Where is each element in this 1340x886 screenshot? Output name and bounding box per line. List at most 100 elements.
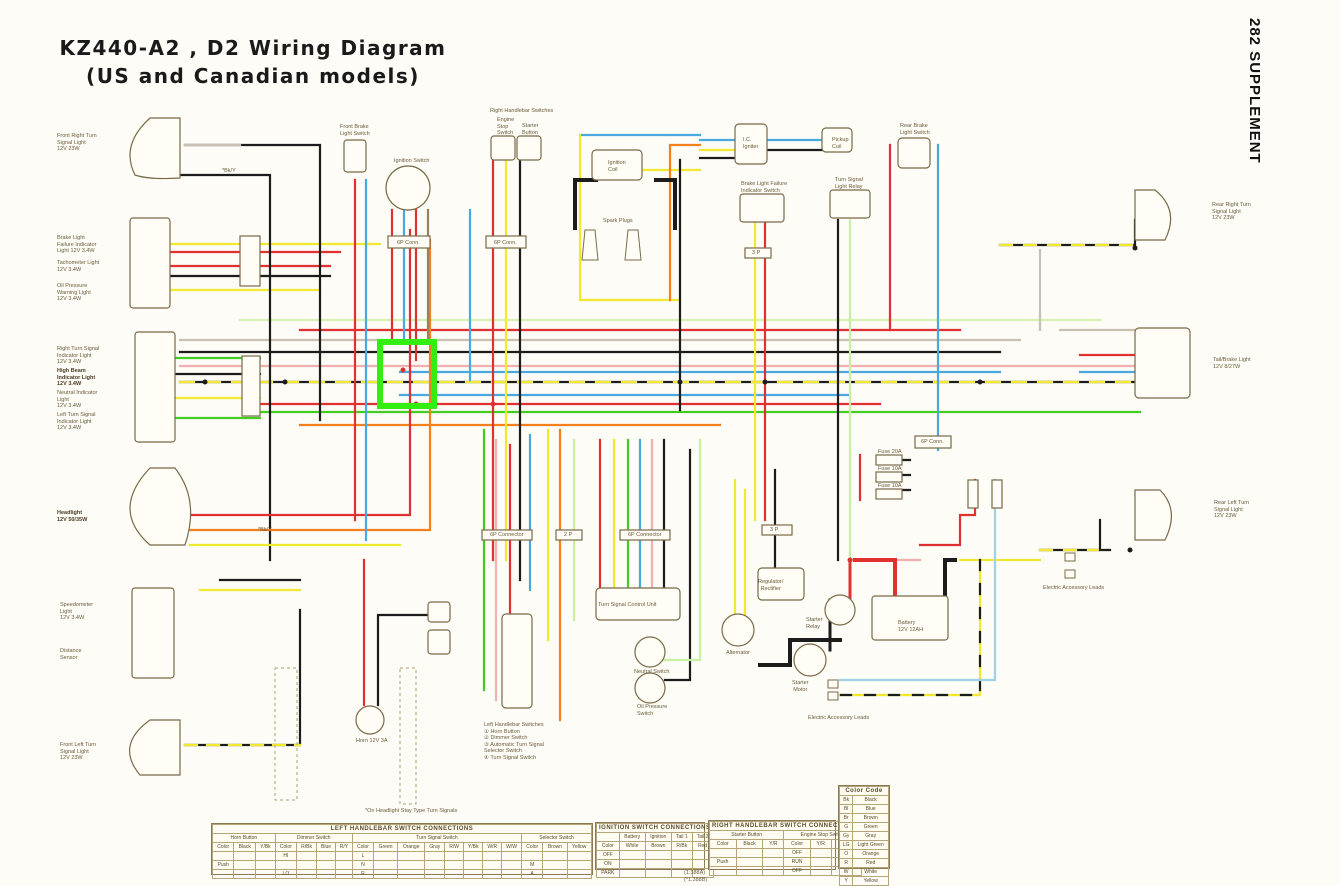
table-cell bbox=[566, 869, 593, 879]
table-cell: PARK bbox=[596, 868, 620, 878]
table-header: Blue bbox=[316, 842, 336, 852]
headlight-shell bbox=[129, 467, 192, 546]
table-header: Black bbox=[233, 842, 257, 852]
table-header: Color bbox=[709, 839, 737, 849]
table-cell bbox=[255, 860, 276, 870]
table-cell bbox=[255, 869, 276, 879]
table-cell bbox=[644, 868, 672, 878]
horn bbox=[355, 705, 385, 735]
engine-stop-switch bbox=[490, 135, 516, 161]
right-handlebar-connections-table: RIGHT HANDLEBAR SWITCH CONNECTIONS Start… bbox=[708, 820, 862, 876]
label-fuse-20a: Fuse 20A bbox=[878, 449, 902, 455]
spark-plug-2 bbox=[624, 229, 642, 261]
table-cell: Orange bbox=[852, 849, 889, 859]
table-header: R/Bk bbox=[296, 842, 318, 852]
rear-brake-switch bbox=[897, 137, 931, 169]
table-header: R/W bbox=[444, 842, 464, 852]
table-cell bbox=[644, 859, 672, 869]
ignition-6p-connector bbox=[387, 235, 431, 249]
table-title: IGNITION SWITCH CONNECTIONS bbox=[596, 823, 714, 833]
label-neutral-switch: Neutral Switch bbox=[634, 669, 670, 675]
table-cell bbox=[482, 860, 503, 870]
table-cell bbox=[296, 860, 318, 870]
table-cell bbox=[542, 869, 568, 879]
table-row: OFF bbox=[596, 850, 714, 860]
connector-9p-1 bbox=[239, 235, 261, 287]
table-cell: R bbox=[838, 858, 854, 868]
table-header: Y/Bk bbox=[255, 842, 276, 852]
spark-plug-1 bbox=[581, 229, 599, 261]
connector-6p-fuse bbox=[914, 435, 952, 449]
group-horn-button: Horn Button bbox=[212, 833, 276, 843]
label-rh-6p-conn: 6P Conn. bbox=[494, 240, 517, 246]
table-cell: RUN bbox=[783, 857, 811, 867]
starter-relay bbox=[824, 594, 856, 626]
front-right-turn-lamp bbox=[129, 117, 181, 180]
label-headlight-stay-note: *On Headlight Stay Type Turn Signals bbox=[365, 808, 458, 814]
table-cell bbox=[233, 851, 257, 861]
table-cell: OFF bbox=[783, 866, 811, 876]
diagram-title: KZ440-A2 , D2 Wiring Diagram (US and Can… bbox=[58, 34, 448, 90]
table-cell: Light Green bbox=[852, 840, 889, 850]
table-cell bbox=[618, 859, 646, 869]
table-cell bbox=[396, 851, 426, 861]
table-cell: Gy bbox=[838, 831, 854, 841]
label-high-beam-indicator: High Beam Indicator Light 12V 3.4W bbox=[57, 368, 96, 387]
label-3p-regulator: 3 P bbox=[770, 527, 779, 533]
meter-panel bbox=[131, 587, 175, 679]
label-left-handlebar-legend: Left Handlebar Switches ① Horn Button ② … bbox=[484, 722, 544, 761]
label-front-brake-switch: Front Brake Light Switch bbox=[340, 124, 370, 137]
label-headlight: Headlight 12V 50/35W bbox=[57, 510, 88, 523]
label-speedometer-light: Speedometer Light 12V 3.4W bbox=[60, 602, 94, 621]
table-cell: White bbox=[852, 867, 889, 877]
brake-failure-switch bbox=[739, 193, 785, 223]
label-front-left-turn: Front Left Turn Signal Light 12V 23W bbox=[60, 742, 97, 761]
table-cell bbox=[644, 850, 672, 860]
table-cell bbox=[211, 869, 235, 879]
label-fuse-10a-2: Fuse 10A bbox=[878, 483, 902, 489]
table-cell bbox=[809, 848, 832, 858]
starter-motor bbox=[793, 643, 827, 677]
starter-button bbox=[516, 135, 542, 161]
table-header: Color bbox=[783, 839, 811, 849]
table-header: Y/R bbox=[809, 839, 832, 849]
label-tsu-6p-connector: 6P Connector bbox=[628, 532, 662, 538]
label-oil-pressure-light: Oil Pressure Warning Light 12V 3.4W bbox=[57, 283, 91, 302]
table-cell bbox=[373, 860, 398, 870]
label-turn-signal-control-unit: Turn Signal Control Unit bbox=[598, 602, 657, 608]
table-cell bbox=[709, 848, 737, 858]
table-cell: Push bbox=[709, 857, 737, 867]
table-cell bbox=[444, 860, 464, 870]
fuse-vertical-1 bbox=[967, 479, 979, 509]
label-bky-lower: *Bk/Y bbox=[258, 527, 272, 533]
table-header: Color bbox=[596, 841, 620, 851]
label-horn: Horn 12V 3A bbox=[356, 738, 388, 744]
turn-signal-control-unit bbox=[595, 587, 681, 621]
fuse-vertical-2 bbox=[991, 479, 1003, 509]
table-cell bbox=[735, 848, 764, 858]
table-cell: M bbox=[521, 860, 544, 870]
table-cell bbox=[334, 869, 353, 879]
turn-signal-relay bbox=[829, 189, 871, 219]
table-cell bbox=[809, 866, 832, 876]
table-cell bbox=[709, 866, 737, 876]
fuse-10a-box-1 bbox=[875, 471, 903, 483]
ic-igniter bbox=[734, 123, 768, 165]
label-rear-brake-switch: Rear Brake Light Switch bbox=[900, 123, 930, 136]
label-spark-plugs: Spark Plugs bbox=[603, 218, 633, 224]
table-header: Brown bbox=[542, 842, 568, 852]
label-regulator-rectifier: Regulator/ Rectifier bbox=[758, 579, 784, 592]
table-cell: Push bbox=[211, 860, 235, 870]
neutral-switch bbox=[634, 636, 666, 668]
highlight-box[interactable] bbox=[377, 339, 437, 409]
table-cell: Bk bbox=[838, 795, 854, 805]
connector-3p-reg bbox=[761, 524, 793, 536]
table-cell bbox=[762, 857, 785, 867]
regulator-rectifier bbox=[757, 567, 805, 601]
label-accessory-leads-1: Electric Accessory Leads bbox=[1043, 585, 1105, 591]
